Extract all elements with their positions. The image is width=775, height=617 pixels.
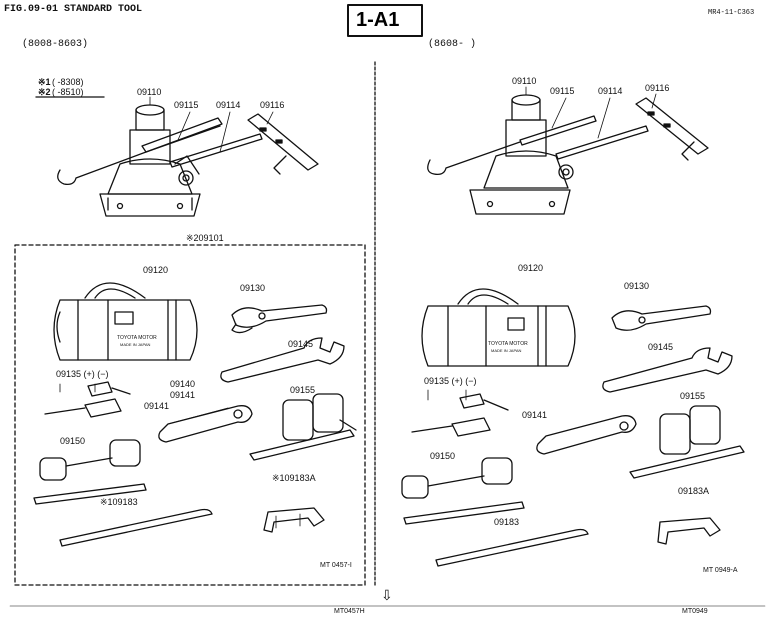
- pliers-left: [231, 304, 328, 334]
- left-label-screwdriver: 09135 (+) (−): [56, 369, 109, 379]
- spanner-right: [536, 415, 637, 455]
- left-bag-sub: MADE IN JAPAN: [120, 342, 151, 347]
- footer-right-code: MT0949: [682, 608, 708, 615]
- left-label-bag: 09120: [143, 265, 169, 275]
- left-label-pliers: 09130: [240, 283, 266, 293]
- footer-left-code: MT0457H: [334, 608, 365, 615]
- screwdriver-left: [44, 381, 131, 418]
- tool-bag-right: [421, 288, 576, 367]
- socket-wrench-right: [629, 405, 745, 479]
- right-label-hook: 09183A: [678, 486, 710, 496]
- left-label-plug-socket: 09150: [60, 436, 86, 446]
- right-label-bag: 09120: [518, 263, 544, 273]
- plug-socket-right: [401, 457, 525, 525]
- crank-handle-left: [247, 113, 319, 175]
- page-code: 1-A1: [356, 9, 400, 31]
- reference-code: MR4-11-C363: [708, 9, 755, 17]
- right-label-handle: 09115: [550, 86, 575, 96]
- footnote-text-2: ( -8510): [52, 87, 84, 97]
- extension-bar-left: [169, 133, 263, 168]
- left-label-crank: 09116: [260, 100, 285, 110]
- left-label-jack: 09110: [137, 87, 162, 97]
- jack-hook-left: [263, 507, 325, 533]
- jack-illustration-left: [99, 104, 201, 217]
- page-code-box: [347, 4, 423, 37]
- jack-handle-left: [57, 117, 223, 186]
- figure-title: FIG.09-01 STANDARD TOOL: [4, 4, 143, 15]
- right-label-extension: 09114: [598, 86, 623, 96]
- pry-bar-left: [59, 508, 213, 547]
- left-label-socket: 09155: [290, 385, 316, 395]
- jack-hook-right: [657, 517, 721, 545]
- left-label-bar: ※109183: [100, 497, 138, 507]
- left-label-spanner-a: 09140: [170, 379, 196, 389]
- right-bag-brand: TOYOTA MOTOR: [488, 341, 528, 347]
- right-label-socket: 09155: [680, 391, 706, 401]
- screwdriver-right: [411, 389, 509, 437]
- jack-handle-right: [427, 115, 597, 176]
- footnote-text-1: ( -8308): [52, 77, 84, 87]
- left-bag-brand: TOYOTA MOTOR: [117, 335, 157, 341]
- left-period: (8008-8603): [22, 39, 89, 50]
- plug-socket-left: [33, 439, 147, 505]
- right-label-screwdriver: 09135 (+) (−): [424, 376, 477, 386]
- left-label-hook: ※109183A: [272, 473, 316, 483]
- right-label-bar: 09183: [494, 517, 520, 527]
- adjustable-wrench-right: [602, 347, 733, 393]
- right-bag-sub: MADE IN JAPAN: [491, 348, 522, 353]
- left-label-spanner-b: 09141: [170, 390, 196, 400]
- left-label-handle: 09115: [174, 100, 199, 110]
- spanner-set-left: [158, 405, 253, 443]
- footnote-mark-2: ※2: [38, 87, 51, 97]
- right-panel-code: MT 0949-A: [703, 567, 738, 574]
- left-label-wrench: 09145: [288, 339, 314, 349]
- right-label-jack: 09110: [512, 76, 537, 86]
- left-label-spanner-c: 09141: [144, 401, 170, 411]
- left-label-kit: ※209101: [186, 233, 224, 243]
- right-label-pliers: 09130: [624, 281, 650, 291]
- right-label-plug-socket: 09150: [430, 451, 456, 461]
- tool-bag-left: [53, 282, 198, 361]
- left-label-extension: 09114: [216, 100, 241, 110]
- crank-handle-right: [635, 97, 709, 161]
- right-label-spanner: 09141: [522, 410, 548, 420]
- tool-kit-box-left: [14, 244, 366, 586]
- right-period: (8608- ): [428, 39, 477, 50]
- adjustable-wrench-left: [220, 337, 345, 383]
- extension-bar-right: [555, 125, 649, 160]
- right-label-crank: 09116: [645, 83, 670, 93]
- pliers-right: [611, 305, 712, 331]
- socket-wrench-left: [249, 393, 357, 461]
- footnote-mark-1: ※1: [38, 77, 51, 87]
- left-panel-code: MT 0457-I: [320, 562, 352, 569]
- right-label-wrench: 09145: [648, 342, 674, 352]
- down-arrow-icon: ⇩: [381, 587, 393, 603]
- pry-bar-right: [435, 528, 589, 567]
